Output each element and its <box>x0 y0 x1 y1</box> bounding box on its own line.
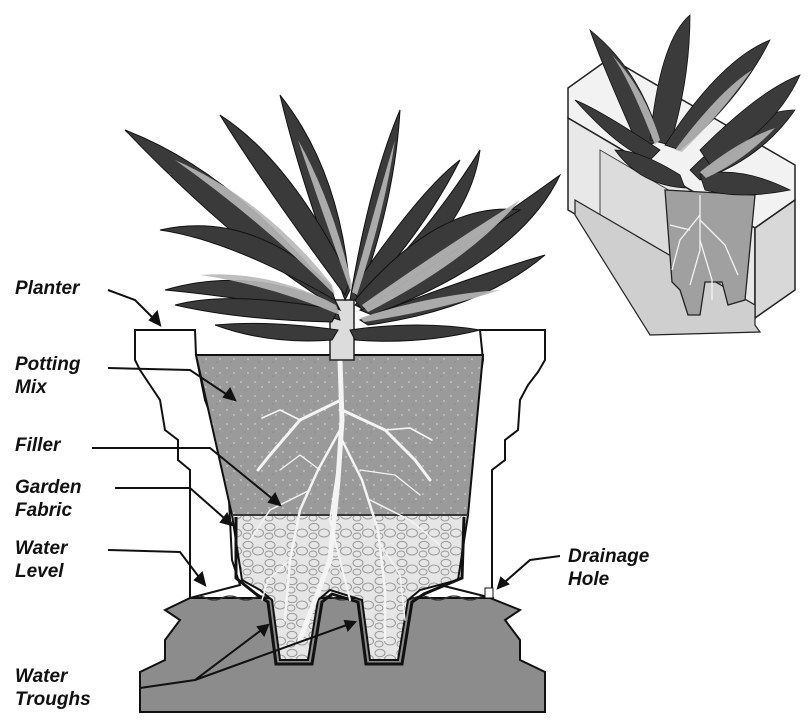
label-garden-fabric-line2: Fabric <box>15 499 82 522</box>
label-drainage-hole-line1: Drainage <box>568 545 649 568</box>
inset-planter-box <box>568 15 800 335</box>
label-drainage-hole-line2: Hole <box>568 568 649 591</box>
label-drainage-hole: Drainage Hole <box>568 545 649 591</box>
label-water-level: Water Level <box>15 537 67 583</box>
label-water-troughs-line1: Water <box>15 665 91 688</box>
label-potting-mix: Potting Mix <box>15 353 80 399</box>
label-filler-text: Filler <box>15 434 60 457</box>
main-planter-cross-section <box>135 330 545 712</box>
label-potting-mix-line1: Potting <box>15 353 80 376</box>
label-potting-mix-line2: Mix <box>15 376 80 399</box>
label-garden-fabric-line1: Garden <box>15 476 82 499</box>
label-water-level-line1: Water <box>15 537 67 560</box>
label-water-level-line2: Level <box>15 560 67 583</box>
label-water-troughs-line2: Troughs <box>15 688 91 711</box>
label-filler: Filler <box>15 434 60 457</box>
label-planter: Planter <box>15 277 79 300</box>
plant-foliage <box>125 95 560 360</box>
drainage-hole <box>485 588 493 598</box>
label-planter-text: Planter <box>15 277 79 300</box>
label-water-troughs: Water Troughs <box>15 665 91 711</box>
water-reservoir <box>140 598 545 712</box>
label-garden-fabric: Garden Fabric <box>15 476 82 522</box>
